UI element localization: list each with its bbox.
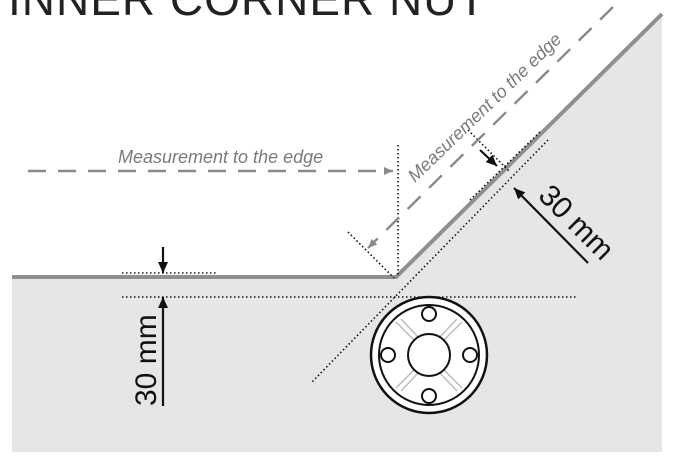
surface-area (12, 14, 662, 452)
nut-bolt-hole-left (380, 347, 396, 363)
offset-dotted-line-diagonal (311, 139, 549, 383)
nut-bolt-hole-bottom (421, 388, 437, 404)
diagonal-edge-dotted-line (469, 131, 541, 201)
measurement-arrow-diagonal (367, 6, 614, 249)
surface-edge (12, 12, 664, 279)
nut-center-hole (407, 333, 451, 377)
dimension-line-diagonal (513, 187, 589, 264)
measurement-label-horizontal: Measurement to the edge (118, 147, 323, 167)
corner-nut (369, 295, 489, 415)
dimension-arrow-diagonal-top (479, 149, 498, 167)
nut-bolt-hole-top (421, 306, 437, 322)
nut-bolt-hole-right (462, 347, 478, 363)
dimension-perpendicular-dotted (467, 129, 511, 173)
dimension-label-left: 30 mm (130, 314, 163, 406)
corner-dotted-diagonal (347, 231, 395, 279)
diagram-title: INNER CORNER NUT (8, 0, 487, 26)
